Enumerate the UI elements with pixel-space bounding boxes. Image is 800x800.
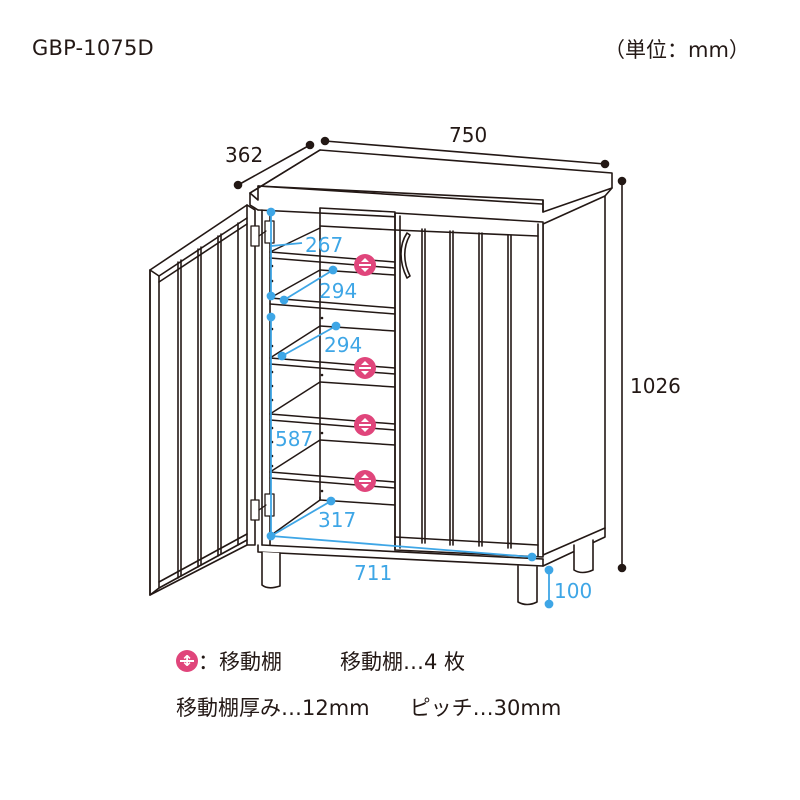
inner-dimensions — [266, 207, 554, 609]
width-label: 750 — [449, 123, 487, 147]
inner-width-label: 711 — [354, 561, 392, 585]
door-handle — [400, 232, 411, 279]
up-down-arrow-circle-icon — [176, 650, 198, 672]
hinges — [250, 220, 275, 521]
depth-label: 362 — [225, 143, 263, 167]
model-number: GBP-1075D — [32, 36, 154, 60]
legend-shelf-count: 移動棚…4 枚 — [340, 650, 466, 674]
top-section-height-label: 267 — [305, 233, 343, 257]
movable-shelf-markers — [354, 254, 376, 492]
bottom-depth-label: 317 — [318, 508, 356, 532]
leg-height-label: 100 — [554, 579, 592, 603]
right-door — [394, 212, 544, 558]
outer-dimensions — [233, 136, 627, 573]
cabinet-right-side — [542, 187, 613, 556]
up-down-arrow-circle-icon — [354, 254, 376, 276]
left-door-open — [149, 204, 256, 596]
up-down-arrow-circle-icon — [354, 357, 376, 379]
legend-marker-label: ：移動棚 — [198, 650, 282, 674]
shelf-depth-2-label: 294 — [324, 333, 362, 357]
up-down-arrow-circle-icon — [354, 470, 376, 492]
inner-height-label: 587 — [275, 427, 313, 451]
legend-shelf-thickness: 移動棚厚み…12mm — [176, 696, 370, 720]
cabinet-top — [249, 149, 613, 225]
legend-pitch: ピッチ…30mm — [409, 696, 562, 720]
shelf-depth-1-label: 294 — [319, 279, 357, 303]
legend-row-2: 移動棚厚み…12mm ピッチ…30mm — [176, 698, 561, 719]
up-down-arrow-circle-icon — [354, 414, 376, 436]
height-label: 1026 — [630, 374, 681, 398]
unit-note: （単位：mm） — [604, 38, 750, 62]
legs — [261, 539, 594, 606]
legend-row-1: ：移動棚 移動棚…4 枚 — [176, 650, 465, 673]
